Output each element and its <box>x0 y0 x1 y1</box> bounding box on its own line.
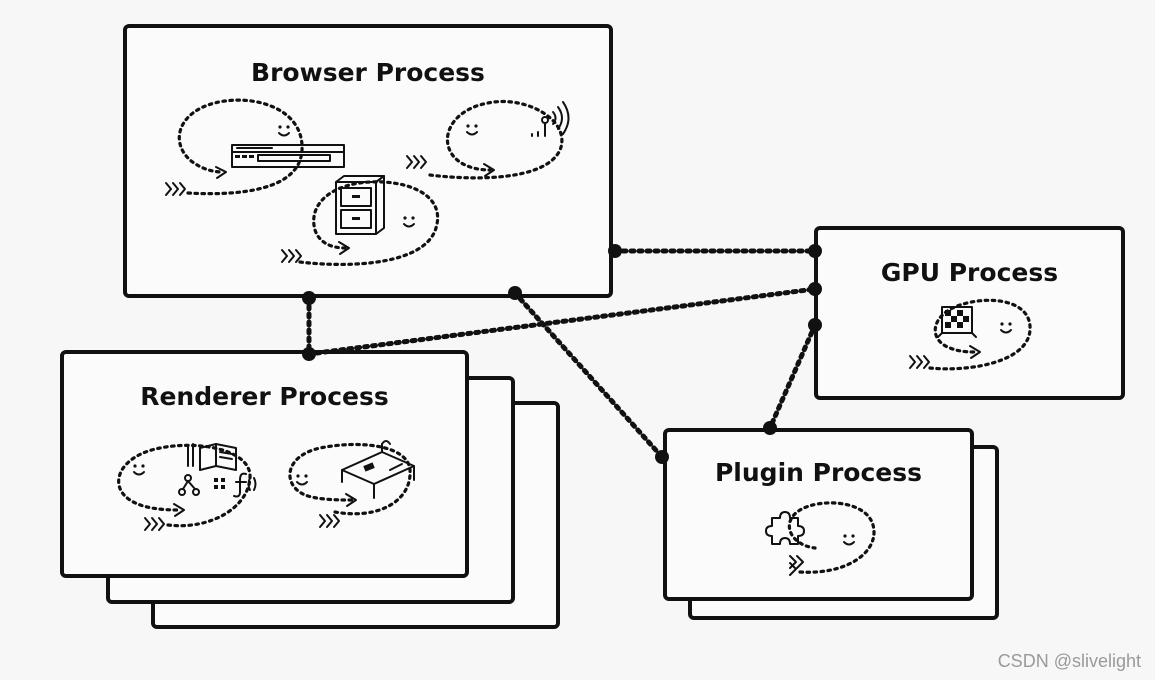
link-dot <box>763 421 777 435</box>
link-dot <box>608 244 622 258</box>
renderer-compositor-thread <box>288 440 415 528</box>
plugin-process-title: Plugin Process <box>714 458 923 487</box>
browser-network-thread <box>406 100 570 180</box>
ipc-links <box>306 248 818 460</box>
gpu-thread <box>909 298 1032 371</box>
arrow-chevrons-icon <box>144 517 165 531</box>
code-icon <box>178 474 225 496</box>
face-icon <box>278 125 290 137</box>
browser-window-icon <box>231 144 345 168</box>
arrow-chevrons-icon <box>281 249 302 263</box>
file-cabinet-icon <box>335 175 385 235</box>
plugin-process-box: Plugin Process <box>663 428 974 601</box>
renderer-process-title: Renderer Process <box>140 382 389 411</box>
arrow-chevrons-icon <box>319 514 340 528</box>
link-dot <box>808 318 822 332</box>
gpu-process-title: GPU Process <box>880 258 1059 287</box>
gpu-grid-icon <box>937 306 977 338</box>
arrow-chevrons-icon <box>789 555 804 576</box>
link-gpu-plugin <box>767 322 818 431</box>
face-icon <box>466 124 478 136</box>
link-browser-plugin <box>512 290 665 460</box>
plugin-thread <box>765 501 876 576</box>
arrow-head-icon <box>345 493 357 507</box>
browser-process-title: Browser Process <box>251 58 485 87</box>
renderer-main-thread <box>117 443 257 531</box>
arrow-head-icon <box>215 166 227 179</box>
face-icon <box>843 534 855 546</box>
link-dot <box>655 450 669 464</box>
link-endpoints <box>302 244 822 464</box>
network-antenna-icon <box>531 101 570 137</box>
arrow-chevrons-icon <box>909 355 930 369</box>
link-dot <box>302 347 316 361</box>
link-dot <box>808 282 822 296</box>
arrow-head-icon <box>969 345 981 359</box>
arrow-chevrons-icon <box>406 155 427 169</box>
puzzle-piece-icon <box>765 511 805 545</box>
watermark-text: CSDN @slivelight <box>997 651 1141 671</box>
function-icon <box>233 472 257 498</box>
browser-process-box: Browser Process <box>123 24 613 298</box>
browser-ui-thread <box>165 98 345 196</box>
link-dot <box>808 244 822 258</box>
face-icon <box>1000 322 1012 334</box>
link-renderer-gpu <box>306 286 818 357</box>
browser-storage-thread <box>281 175 440 267</box>
face-icon <box>403 216 415 228</box>
arrow-head-icon <box>338 241 350 255</box>
gpu-process-box: GPU Process <box>814 226 1125 400</box>
arrow-head-icon <box>483 163 495 177</box>
arrow-chevrons-icon <box>165 182 186 196</box>
link-dot <box>302 291 316 305</box>
document-book-icon <box>187 443 237 471</box>
arrow-head-icon <box>173 503 185 517</box>
face-icon <box>133 464 145 476</box>
link-dot <box>508 286 522 300</box>
canvas-table-icon <box>341 440 415 499</box>
face-icon <box>296 474 308 486</box>
